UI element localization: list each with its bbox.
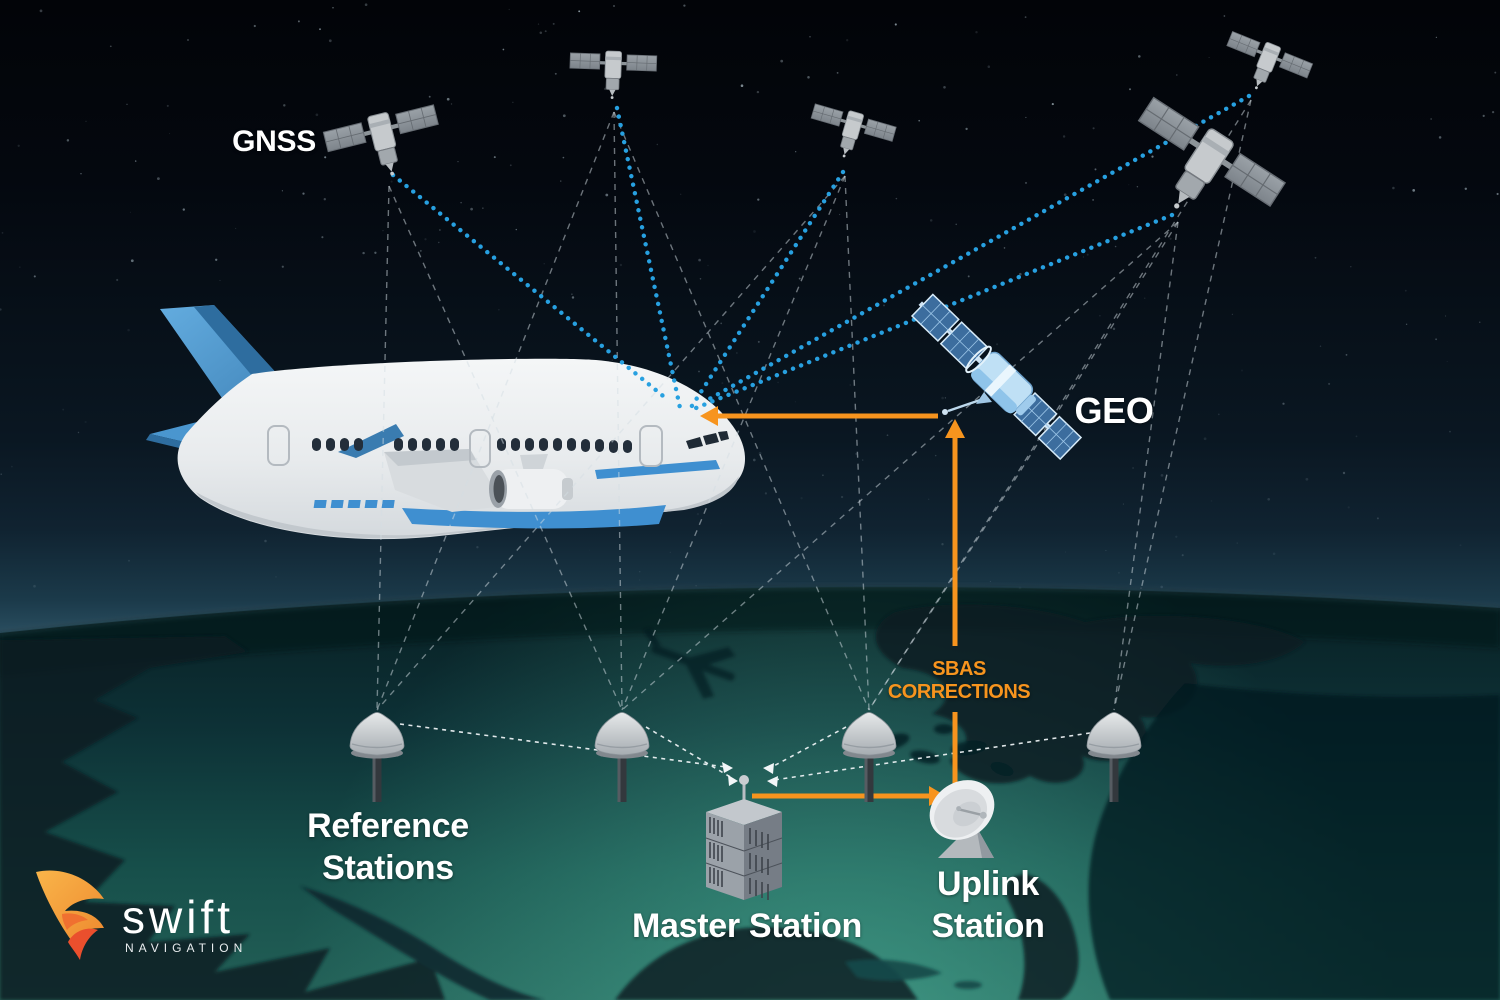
gnss-satellite-icon (321, 100, 449, 190)
ranging-dashed-lines (376, 99, 1252, 711)
starfield (0, 3, 1499, 590)
logo-sub-text: NAVIGATION (125, 941, 248, 955)
station-data-links (399, 723, 1091, 787)
aircraft-windows (312, 438, 632, 453)
geo-satellite-icon (910, 293, 1083, 461)
aircraft-cockpit (686, 431, 729, 449)
master-station-label: Master Station (631, 907, 863, 945)
landmasses (0, 604, 1500, 1000)
sbas-corrections-label: SBAS CORRECTIONS (887, 658, 1031, 703)
correction-arrows (700, 406, 965, 806)
aircraft-shadow (643, 628, 735, 699)
reference-stations-label: Reference Stations (307, 807, 469, 887)
gnss-satellite-icon (802, 100, 898, 170)
earth (0, 585, 1500, 1000)
master-station-icon (705, 775, 783, 900)
data-link-arrowheads (722, 762, 778, 787)
geo-label: GEO (1074, 390, 1154, 431)
gnss-satellite-icon (1215, 28, 1315, 106)
aircraft-icon (146, 305, 746, 540)
gnss-satellite-icon (568, 49, 658, 101)
uplink-station-icon (929, 780, 995, 858)
gnss-label: GNSS (232, 125, 316, 158)
arrowhead-to-aircraft (700, 406, 718, 426)
arrowhead-to-geo (945, 419, 965, 438)
gnss-signal-lines (390, 93, 1252, 415)
logo-brand-text: swift (122, 891, 234, 943)
swift-logo-icon (36, 870, 104, 960)
gnss-satellite-icon (1108, 92, 1289, 252)
uplink-station-label: Uplink Station (931, 865, 1045, 945)
